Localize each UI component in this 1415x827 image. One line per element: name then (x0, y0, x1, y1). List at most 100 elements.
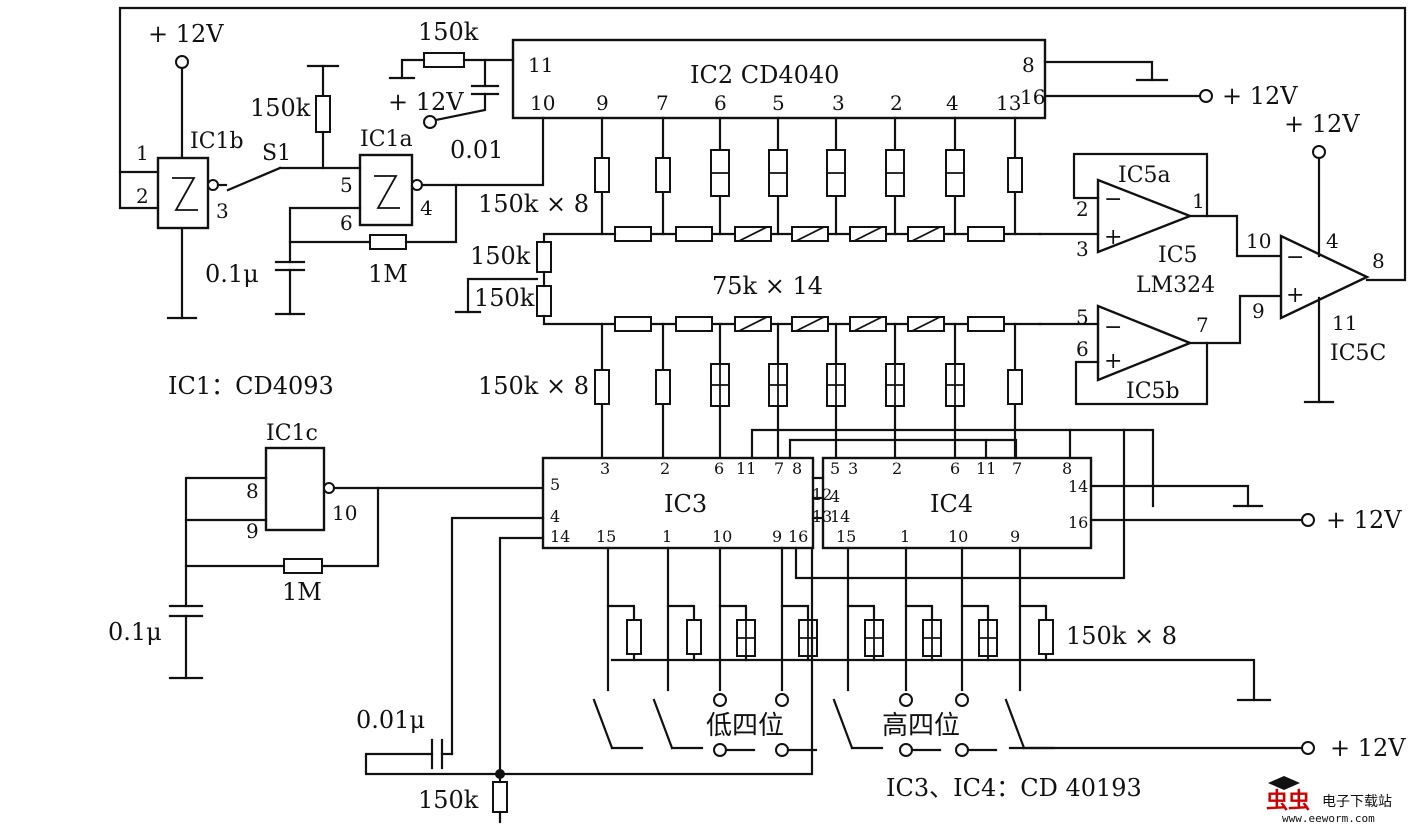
preset-switch (832, 698, 854, 750)
watermark-brand: 虫虫 (1266, 788, 1310, 814)
svg-text:5: 5 (550, 475, 560, 494)
r-label-75kx14: 75k × 14 (712, 272, 823, 300)
ic5-part-label: LM324 (1136, 273, 1215, 298)
ic1b-pin-3: 3 (216, 199, 229, 223)
svg-text:+: + (1104, 225, 1122, 250)
jumper-terminal (713, 743, 727, 757)
ic2-pin-7: 7 (656, 91, 669, 115)
ic4-body (821, 456, 1093, 550)
jumper-terminal (955, 743, 969, 757)
jumper-terminal (899, 743, 913, 757)
ic2-pin-16: 16 (1020, 85, 1045, 109)
ic5b-pin-5: 5 (1076, 305, 1089, 329)
counter-wiring: + 12V (450, 428, 1402, 776)
ic5c-opamp (1279, 234, 1370, 320)
ic1b-pin-2: 2 (136, 184, 149, 208)
ic5c-pin-9: 9 (1252, 299, 1265, 323)
vcc-label-left: + 12V (148, 20, 224, 48)
svg-text:9: 9 (772, 527, 782, 546)
preset-switch (652, 698, 674, 750)
resistor (1007, 369, 1023, 405)
vcc-label-bottom: + 12V (1330, 734, 1406, 762)
ic2-pin-10: 10 (530, 91, 555, 115)
resistor (1038, 619, 1054, 655)
svg-text:13: 13 (812, 507, 832, 526)
svg-text:4: 4 (830, 487, 840, 506)
ic2-rc-network: 150k + 12V 0.01 (388, 18, 515, 164)
preset-switch-bank (592, 546, 1056, 757)
vcc-terminal (175, 55, 189, 69)
resistor-1m (369, 234, 407, 250)
resistor-150k (315, 95, 331, 133)
lower-r2r-ladder (594, 316, 1042, 460)
r-label-150kx8-top: 150k × 8 (478, 190, 589, 218)
ic1c-oscillator: IC1c 8 9 10 1M 0.1μ (108, 421, 545, 680)
ic1b-gate (156, 156, 210, 230)
ic5a-opamp (1096, 178, 1194, 254)
resistor (1007, 157, 1023, 193)
ic2-pin-3: 3 (832, 91, 845, 115)
ladder-divider: 150k 150k (454, 232, 617, 326)
resistor (675, 226, 713, 242)
ic5c-label: IC5C (1330, 341, 1386, 366)
resistor (655, 157, 671, 193)
ic1c-pin-10: 10 (332, 501, 357, 525)
svg-text:9: 9 (1010, 527, 1020, 546)
graduation-cap-icon (1268, 776, 1300, 790)
ic1b-label: IC1b (190, 129, 244, 154)
ic2-pin-5: 5 (772, 91, 785, 115)
svg-text:6: 6 (950, 459, 960, 478)
ic4-label: IC4 (930, 490, 973, 518)
jumper-terminal (775, 693, 789, 707)
r-label-1m: 1M (368, 260, 408, 288)
ic1c-gate (264, 446, 326, 532)
svg-text:3: 3 (848, 459, 858, 478)
svg-text:14: 14 (1068, 477, 1088, 496)
ic5a-pin-3: 3 (1076, 237, 1089, 261)
ic2-pin-11: 11 (528, 53, 553, 77)
jumper-terminal (775, 743, 789, 757)
watermark-url: www.eeworm.com (1282, 812, 1375, 825)
watermark-sub: 电子下载站 (1322, 794, 1392, 810)
resistor (686, 619, 702, 655)
svg-text:1: 1 (662, 527, 672, 546)
r-label-150k-div2: 150k (474, 284, 535, 312)
ic2-counter: IC2 CD4040 11 10 9 7 6 5 3 2 4 13 8 16 +… (511, 38, 1298, 120)
svg-text:−: − (1104, 187, 1122, 212)
ic5c-pin-8: 8 (1372, 249, 1385, 273)
svg-text:15: 15 (836, 527, 856, 546)
ic5a-label: IC5a (1118, 163, 1171, 188)
ic1a-pin-4: 4 (420, 196, 433, 220)
svg-text:6: 6 (714, 459, 724, 478)
ic1a-pin-5: 5 (340, 173, 353, 197)
svg-text:5: 5 (830, 459, 840, 478)
resistor-150k (536, 241, 552, 273)
ic2-pin-9: 9 (596, 91, 609, 115)
ic1a-label: IC1a (360, 127, 413, 152)
ic34-part-label: IC3、IC4：CD 40193 (886, 774, 1142, 802)
upper-r2r-ladder (594, 116, 1042, 242)
ic1c-pin-8: 8 (246, 479, 259, 503)
ic5c-pin-11: 11 (1332, 311, 1357, 335)
resistor (614, 226, 652, 242)
svg-text:4: 4 (550, 507, 560, 526)
schmitt-symbol (374, 175, 400, 209)
ic3-counter: IC3 5 3 2 6 11 7 8 4 14 15 1 10 9 16 (541, 456, 815, 550)
ic3-body (541, 456, 815, 550)
r-label-150k-top: 150k (418, 18, 479, 46)
svg-text:10: 10 (712, 527, 732, 546)
r-label-150kx8-bottom: 150k × 8 (1066, 622, 1177, 650)
svg-text:2: 2 (892, 459, 902, 478)
ic4-counter: IC4 5 3 2 6 11 7 8 14 16 12 4 13 14 15 1… (812, 456, 1093, 550)
resistor (967, 226, 1005, 242)
resistor (594, 157, 610, 193)
resistor (626, 619, 642, 655)
svg-text:8: 8 (792, 459, 802, 478)
resistor (614, 316, 652, 332)
svg-text:14: 14 (550, 527, 570, 546)
jumper-terminal (713, 693, 727, 707)
svg-text:8: 8 (1062, 459, 1072, 478)
switch-s1[interactable] (226, 166, 282, 192)
ic2-body (511, 38, 1047, 120)
